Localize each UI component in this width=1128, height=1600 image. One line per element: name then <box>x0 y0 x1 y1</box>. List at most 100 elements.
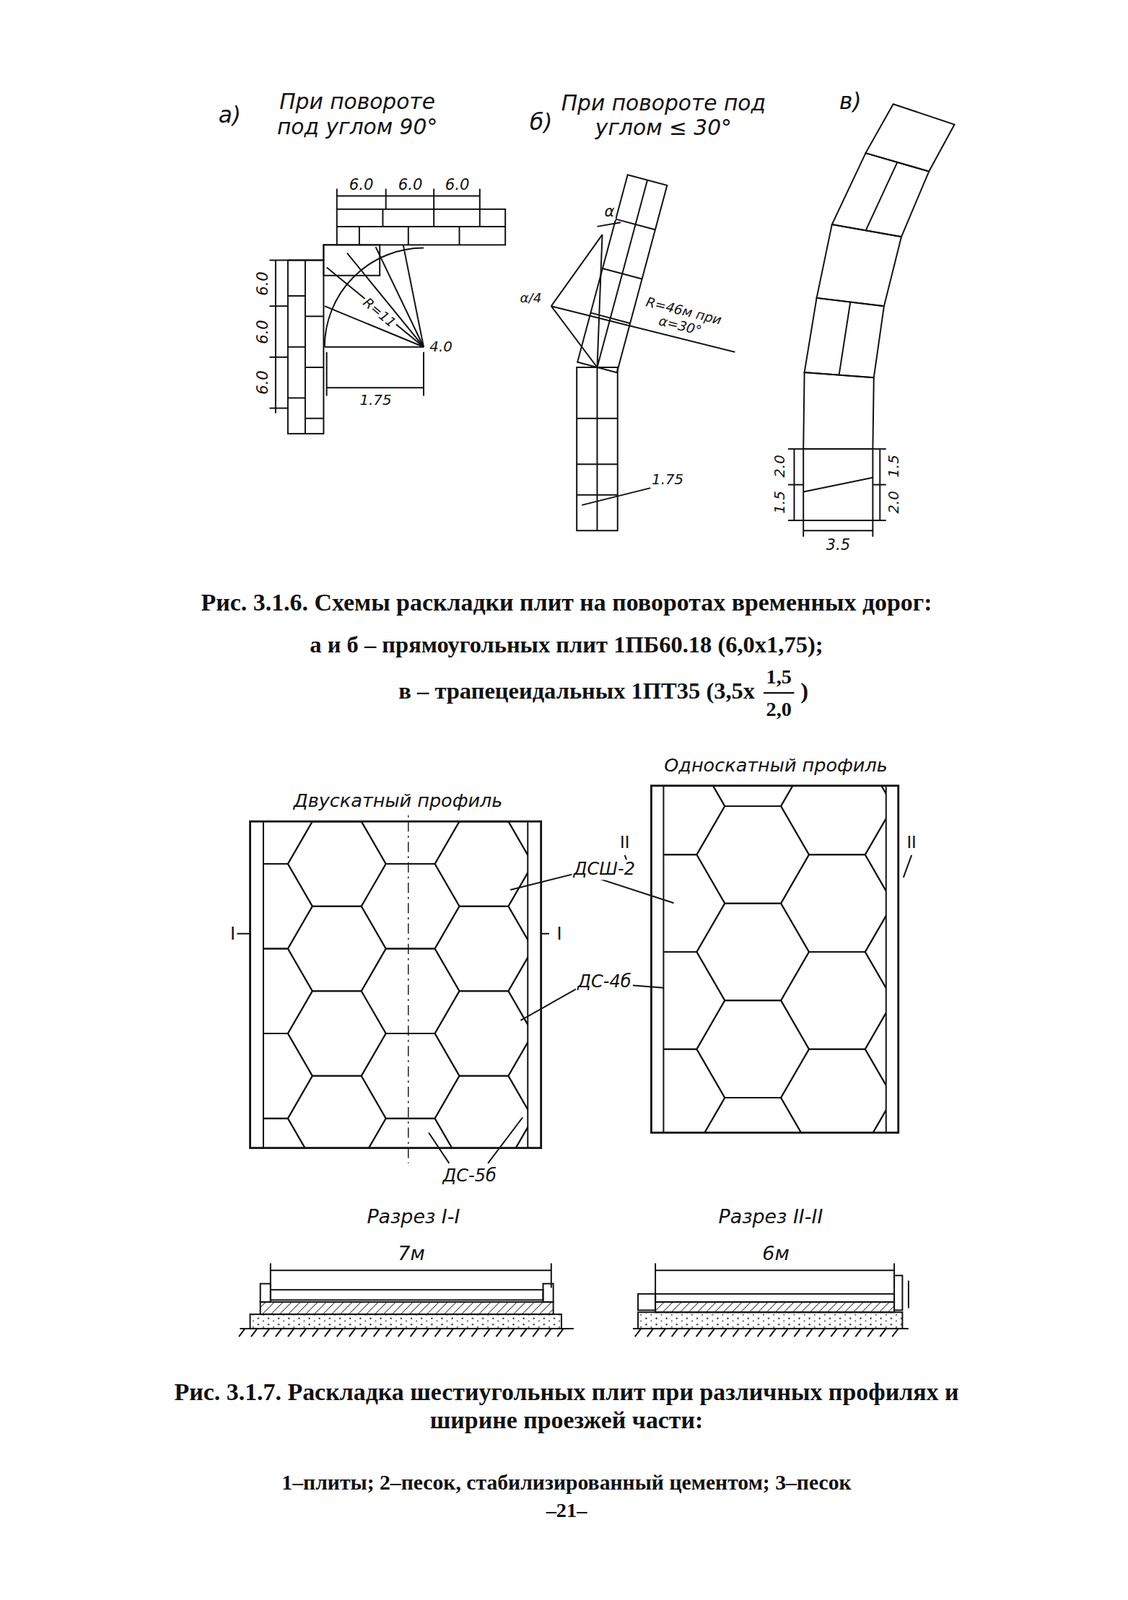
road-section-right <box>632 1262 909 1337</box>
road-section-right <box>655 1301 895 1313</box>
slab-layout-30deg <box>581 487 651 506</box>
hexagon-slab <box>663 951 725 1050</box>
slab-layout-90deg <box>274 260 277 414</box>
trapezoid-slab-layout <box>865 162 898 231</box>
slab-layout-30deg <box>596 222 621 227</box>
slab-type: ДС-4б <box>575 972 633 993</box>
hexagon-slab <box>287 990 387 1076</box>
panel-title: При повороте под углом ≤ 30° <box>557 90 770 141</box>
slab-layout-30deg <box>576 463 618 465</box>
road-section-left <box>260 1283 271 1302</box>
hexagon-slab <box>263 821 313 864</box>
trapezoid-slab-layout <box>788 484 804 486</box>
figure-caption: а и б – прямоугольных плит 1ПБ60.18 (6,0… <box>308 631 825 659</box>
slab-layout-30deg <box>576 417 618 420</box>
slab-type: ДСШ-2 <box>572 859 637 880</box>
road-section-right <box>655 1269 895 1271</box>
hexagon-slab <box>696 785 810 807</box>
slab-layout-90deg <box>269 305 288 307</box>
dimension: 6.0 <box>347 176 376 194</box>
slab-layout-90deg <box>479 209 481 227</box>
slab-layout-90deg <box>287 396 306 399</box>
hexagon-slab <box>780 951 887 1050</box>
slab-layout-90deg <box>287 295 306 297</box>
hexagon-slab <box>865 1000 887 1098</box>
figure-caption: в – трапецеидальных 1ПТ35 (3,5х <box>396 677 757 705</box>
slab-layout-90deg <box>305 315 324 317</box>
leader-line <box>520 984 584 1020</box>
dimension: 2.0 <box>771 453 789 480</box>
slab-layout-90deg <box>385 189 387 210</box>
section-mark: II <box>618 832 631 853</box>
section-title: Разрез II-II <box>716 1205 825 1229</box>
hexagon-panel-right <box>885 785 887 1134</box>
slab-layout-90deg <box>305 417 324 420</box>
hexagon-slab <box>361 821 460 864</box>
slab-layout-90deg <box>376 246 424 348</box>
hexagon-slab <box>287 821 387 906</box>
hexagon-slab <box>263 949 313 1034</box>
slab-layout-90deg <box>269 259 288 262</box>
figure-caption: Рис. 3.1.7. Раскладка шестиугольных плит… <box>126 1378 1007 1435</box>
hexagon-slab <box>361 1033 460 1119</box>
hexagon-slab <box>263 1118 313 1149</box>
slab-layout-90deg <box>269 356 288 358</box>
trapezoid-slab-layout <box>865 103 955 172</box>
slab-layout-90deg <box>305 366 324 369</box>
slab-layout-30deg <box>602 268 643 280</box>
slab-layout-30deg <box>596 180 648 368</box>
slab-layout-90deg <box>381 209 384 227</box>
road-section-left <box>238 1328 564 1337</box>
leader-line <box>229 855 912 1164</box>
hexagon-slab <box>263 1033 313 1119</box>
slab-layout-90deg <box>336 189 338 210</box>
slab-layout-30deg <box>551 234 603 306</box>
section-title: Разрез I-I <box>365 1205 462 1229</box>
hexagon-slab <box>696 806 810 904</box>
hexagon-slab <box>435 990 529 1076</box>
slab-layout-90deg <box>323 244 337 260</box>
hexagon-slab <box>865 1097 887 1133</box>
panel-letter: в) <box>837 89 863 116</box>
hexagon-panel-right <box>662 785 664 1134</box>
hexagon-panel-left <box>407 801 409 1164</box>
hexagon-slab <box>780 1049 887 1134</box>
road-section-left <box>270 1269 552 1271</box>
hexagon-slab <box>361 863 460 949</box>
hexagon-panel-left <box>250 821 542 1148</box>
radius-label: R=11 <box>359 293 400 332</box>
slab-layout-90deg <box>324 248 424 348</box>
hexagon-panel-left <box>526 821 529 1148</box>
page-number: –21– <box>544 1498 589 1523</box>
hexagon-panel-left <box>263 821 528 1148</box>
slab-layout-90deg <box>433 189 435 210</box>
figure-caption: ) <box>798 677 810 705</box>
slab-layout-30deg <box>577 174 667 373</box>
slab-layout-30deg <box>577 174 667 373</box>
slab-layout-90deg <box>358 226 361 245</box>
dimension: 4.0 <box>427 339 454 356</box>
dimension: 6.0 <box>253 318 271 346</box>
panel-letter: а) <box>217 102 243 129</box>
dimension: 7м <box>396 1242 426 1266</box>
hexagon-slab <box>696 1000 810 1098</box>
slab-layout-90deg <box>337 209 506 245</box>
leader-line <box>541 933 550 935</box>
dimension: 1.5 <box>886 453 903 480</box>
road-section-right <box>907 1280 910 1308</box>
slab-type: ДС-5б <box>441 1166 498 1187</box>
hexagon-slab <box>663 1049 725 1134</box>
slab-layout-90deg <box>326 267 424 347</box>
hexagon-panel-right <box>612 660 978 1292</box>
hexagon-panel-left <box>262 821 265 1148</box>
section-mark: II <box>904 832 918 853</box>
dimension: 3.5 <box>824 536 852 554</box>
trapezoid-slab-layout <box>871 520 874 537</box>
slab-layout-90deg <box>287 346 306 348</box>
fraction-number: 2,0 <box>764 697 794 722</box>
hexagon-slab <box>696 1097 810 1133</box>
profile-title: Односкатный профиль <box>662 754 890 776</box>
slab-layout-90deg <box>287 260 325 434</box>
road-section-left <box>238 1262 574 1337</box>
